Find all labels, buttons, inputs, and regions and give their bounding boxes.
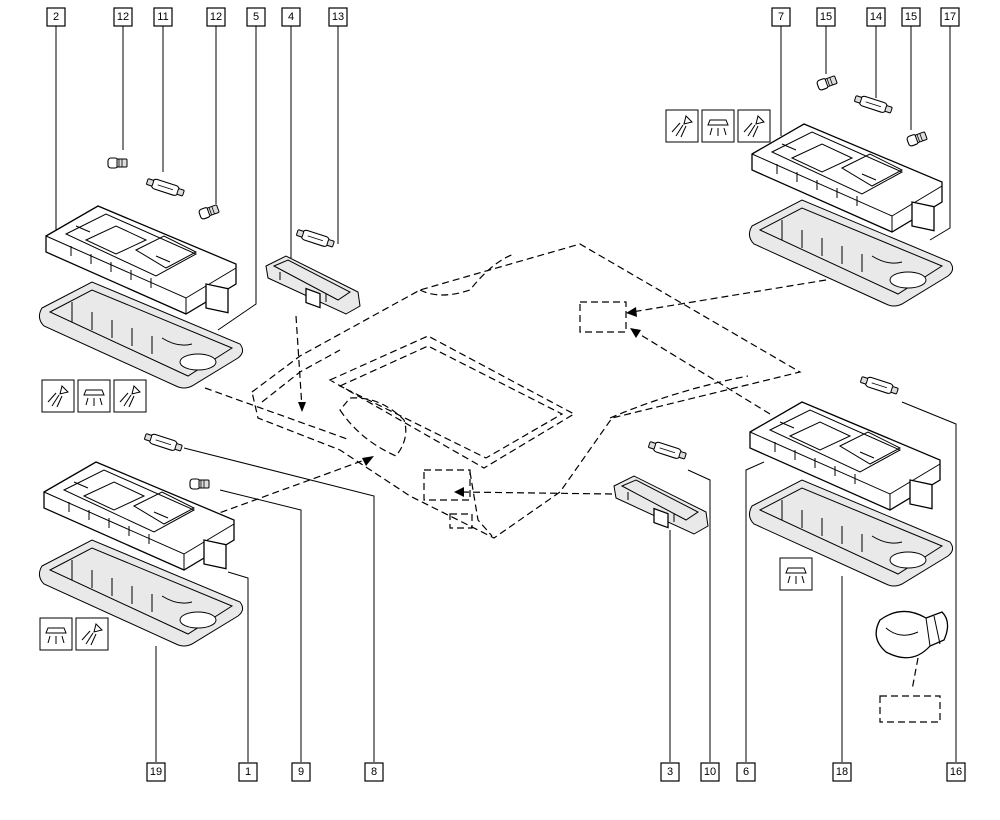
svg-text:6: 6 <box>743 766 749 778</box>
svg-text:9: 9 <box>298 766 304 778</box>
wedge-bulb-9 <box>189 478 210 490</box>
door-courtesy-lamp-icon <box>113 379 147 413</box>
symbols-upper-right <box>665 109 771 143</box>
svg-text:18: 18 <box>836 766 848 778</box>
callout-12-left: 12 <box>113 7 133 27</box>
callout-9: 9 <box>291 762 311 782</box>
trunk-lamp-location <box>449 513 473 529</box>
callout-5: 5 <box>246 7 266 27</box>
front-lamp-location <box>339 397 407 457</box>
svg-text:15: 15 <box>820 11 832 23</box>
svg-text:16: 16 <box>950 766 962 778</box>
callout-18: 18 <box>832 762 852 782</box>
callout-6: 6 <box>736 762 756 782</box>
wedge-bulb-15-left <box>815 74 839 92</box>
symbols-lower-right <box>779 557 813 591</box>
svg-text:12: 12 <box>117 11 129 23</box>
callout-7: 7 <box>771 7 791 27</box>
svg-text:5: 5 <box>253 11 259 23</box>
svg-text:14: 14 <box>870 11 882 23</box>
rear-courtesy-location <box>579 301 627 333</box>
svg-text:2: 2 <box>53 11 59 23</box>
svg-text:11: 11 <box>157 11 168 23</box>
location-arrows <box>199 279 827 521</box>
symbols-front-left <box>41 379 147 413</box>
permanent-lamp-icon <box>779 557 813 591</box>
festoon-bulb-13 <box>295 227 336 250</box>
callout-8: 8 <box>364 762 384 782</box>
leader-lines <box>55 26 957 762</box>
glass-bulb-location <box>879 695 941 723</box>
glass-bulb-pointer <box>911 657 919 691</box>
callout-15-left: 15 <box>816 7 836 27</box>
wedge-bulb-12-left <box>107 157 128 169</box>
callout-14: 14 <box>866 7 886 27</box>
wedge-bulb-12-right <box>197 203 221 221</box>
svg-text:8: 8 <box>371 766 377 778</box>
svg-text:12: 12 <box>210 11 222 23</box>
callout-4: 4 <box>281 7 301 27</box>
svg-text:19: 19 <box>150 766 162 778</box>
svg-text:10: 10 <box>704 766 716 778</box>
callout-1: 1 <box>238 762 258 782</box>
festoon-bulb-16 <box>859 374 900 397</box>
callout-16: 16 <box>946 762 966 782</box>
festoon-bulb-11 <box>145 176 186 199</box>
callout-12-right: 12 <box>206 7 226 27</box>
festoon-bulb-10 <box>647 439 688 462</box>
svg-text:17: 17 <box>944 11 956 23</box>
symbols-rear-left <box>39 617 109 651</box>
map-reading-lamp-icon <box>75 617 109 651</box>
trunk-lamp-3 <box>613 475 709 535</box>
callout-19: 19 <box>146 762 166 782</box>
svg-text:15: 15 <box>905 11 917 23</box>
callout-2: 2 <box>46 7 66 27</box>
permanent-lamp-icon <box>39 617 73 651</box>
door-courtesy-lamp-icon <box>737 109 771 143</box>
callout-17: 17 <box>940 7 960 27</box>
rear-lamp-location <box>423 469 471 501</box>
roof-outline <box>251 243 802 539</box>
courtesy-lamp-4 <box>265 255 361 315</box>
wedge-bulb-15-right <box>905 130 929 148</box>
svg-text:1: 1 <box>245 766 251 778</box>
svg-text:7: 7 <box>778 11 784 23</box>
map-reading-lamp-icon <box>41 379 75 413</box>
callout-3: 3 <box>660 762 680 782</box>
festoon-bulb-8 <box>143 431 184 454</box>
festoon-bulb-14 <box>853 93 894 116</box>
callout-11: 11 <box>153 7 173 27</box>
sunroof-outline <box>328 335 576 469</box>
map-reading-lamp-icon <box>665 109 699 143</box>
svg-text:13: 13 <box>332 11 344 23</box>
permanent-lamp-icon <box>77 379 111 413</box>
glass-bulb <box>875 610 949 659</box>
callout-13: 13 <box>328 7 348 27</box>
callout-10: 10 <box>700 762 720 782</box>
svg-text:4: 4 <box>288 11 294 23</box>
svg-text:3: 3 <box>667 766 673 778</box>
callout-15-right: 15 <box>901 7 921 27</box>
permanent-lamp-icon <box>701 109 735 143</box>
